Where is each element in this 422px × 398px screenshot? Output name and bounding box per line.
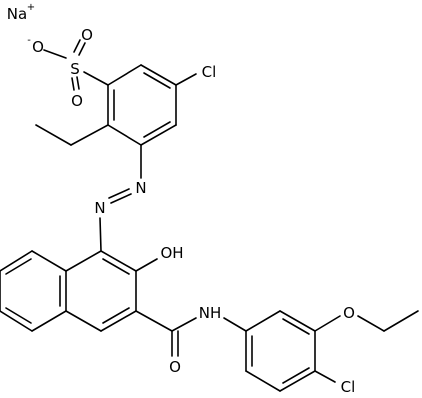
positive-charge: + — [27, 2, 35, 13]
azo-nitrogen-1: N — [135, 179, 146, 197]
azo-linkage: N N — [94, 144, 147, 252]
azo-nitrogen-2: N — [94, 199, 105, 217]
negative-charge: - — [27, 35, 31, 46]
ethyl-group — [35, 124, 109, 146]
upper-benzene-ring — [107, 64, 177, 146]
sulfur-atom: S — [70, 60, 80, 78]
chlorine-atom-lower: Cl — [341, 378, 356, 396]
sulfonate-oxygen-top: O — [81, 26, 93, 44]
amide-group: O NH — [135, 304, 247, 376]
ether-oxygen: O — [343, 304, 355, 322]
hydroxyl-label: OH — [160, 244, 183, 262]
hydroxyl-group: OH — [135, 244, 184, 272]
sodium-label: Na — [7, 5, 27, 23]
ethoxy-group: O — [314, 304, 419, 332]
sodium-counterion: Na + — [7, 2, 35, 23]
lower-benzene-ring — [245, 310, 316, 392]
chloro-upper: Cl — [175, 63, 217, 86]
naphthalene-ring — [0, 250, 137, 332]
carbonyl-oxygen: O — [169, 358, 181, 376]
chlorine-atom-upper: Cl — [202, 63, 217, 81]
chloro-lower: Cl — [314, 370, 356, 396]
sulfonate-oxygen-anion: O — [32, 38, 44, 56]
sulfonate-group: S O - O O — [27, 26, 109, 110]
amide-nh: NH — [199, 304, 222, 322]
sulfonate-oxygen-bottom: O — [71, 92, 83, 110]
